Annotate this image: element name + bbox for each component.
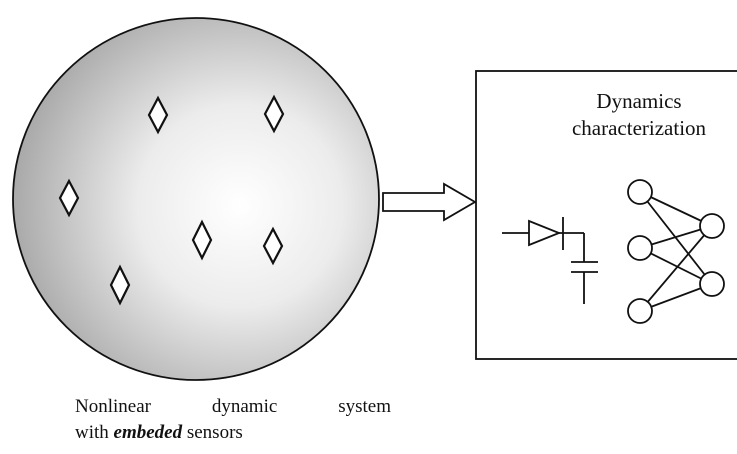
input-node [627, 235, 653, 261]
diode-symbol-icon [502, 217, 584, 250]
input-node [627, 298, 653, 324]
input-node [627, 179, 653, 205]
system-caption: Nonlinear dynamic system with embeded se… [75, 394, 395, 446]
caption-line1: Nonlinear dynamic system [75, 396, 391, 417]
caption-prefix: with [75, 422, 114, 443]
embedded-sensors [58, 94, 285, 306]
caption-emphasis: embeded [113, 422, 183, 443]
output-node [699, 213, 725, 239]
diamond-sensor-icon [58, 178, 80, 218]
diamond-sensor-icon [262, 226, 284, 266]
characterization-frame [475, 70, 737, 360]
diamond-sensor-icon [147, 95, 169, 135]
diamond-sensor-icon [191, 219, 213, 261]
capacitor-symbol-icon [571, 233, 598, 304]
nonlinear-system [12, 17, 380, 381]
neural-network-icon [627, 179, 725, 324]
caption-suffix: sensors [182, 422, 243, 443]
diamond-sensor-icon [263, 94, 285, 134]
system-sphere [12, 17, 380, 381]
diamond-sensor-icon [109, 264, 131, 306]
characterization-title-line1: Dynamics [596, 89, 681, 113]
caption-line2: with embeded sensors [75, 420, 395, 446]
characterization-title-line2: characterization [572, 116, 707, 140]
characterization-box: Dynamics characterization [475, 70, 737, 360]
output-node [699, 271, 725, 297]
right-arrow-icon [382, 182, 477, 222]
